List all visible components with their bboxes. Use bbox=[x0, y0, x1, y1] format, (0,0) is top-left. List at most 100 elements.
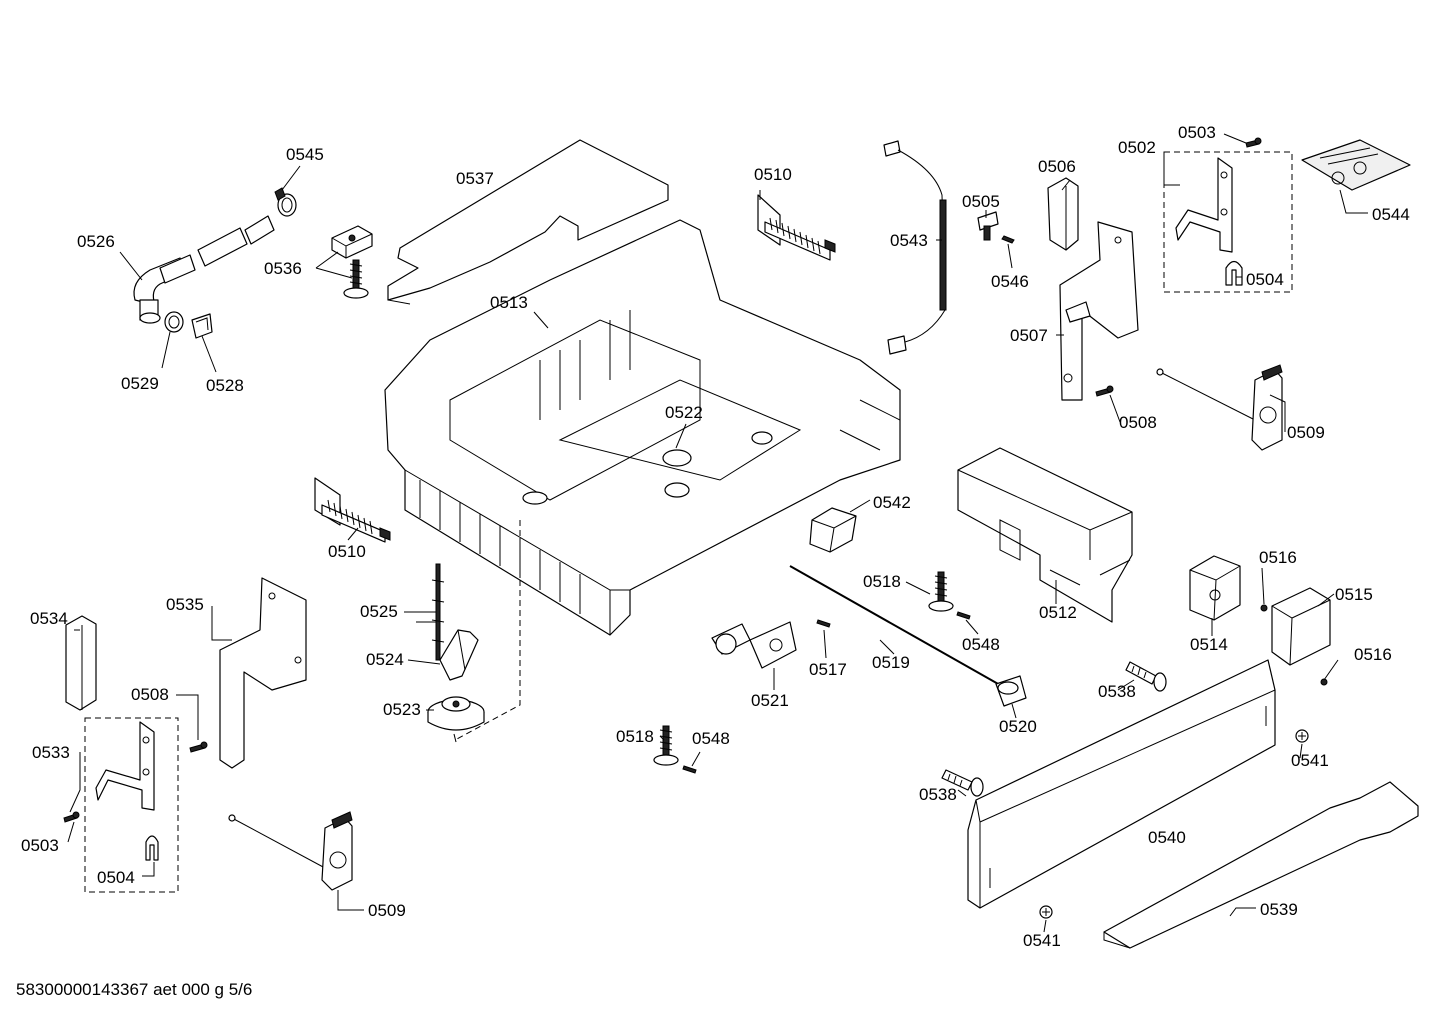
part-drawing-0540 bbox=[967, 659, 1276, 909]
part-drawing-0548-right bbox=[956, 611, 971, 620]
label-0516-a: 0516 bbox=[1259, 548, 1297, 567]
label-0520: 0520 bbox=[999, 717, 1037, 736]
label-0524: 0524 bbox=[366, 650, 404, 669]
part-drawing-0510-top bbox=[757, 194, 836, 261]
part-drawing-0507 bbox=[1059, 221, 1139, 401]
label-0506: 0506 bbox=[1038, 157, 1076, 176]
label-0533: 0533 bbox=[32, 743, 70, 762]
part-drawing-0518-lower bbox=[653, 725, 679, 766]
label-0536: 0536 bbox=[264, 259, 302, 278]
part-drawing-0508-left bbox=[189, 741, 208, 753]
label-0503-top: 0503 bbox=[1178, 123, 1216, 142]
part-drawing-0520 bbox=[995, 675, 1027, 707]
part-drawing-0544 bbox=[1301, 139, 1411, 191]
label-0507: 0507 bbox=[1010, 326, 1048, 345]
part-drawing-0509-right bbox=[1156, 364, 1283, 451]
part-drawing-0521 bbox=[711, 621, 797, 669]
part-drawing-0518-right bbox=[928, 571, 954, 612]
leader-lines bbox=[67, 133, 1368, 933]
part-drawing-0503-left bbox=[63, 811, 80, 823]
label-0528: 0528 bbox=[206, 376, 244, 395]
part-drawing-0535 bbox=[219, 577, 307, 769]
label-0518-right: 0518 bbox=[863, 572, 901, 591]
label-0539: 0539 bbox=[1260, 900, 1298, 919]
label-0546: 0546 bbox=[991, 272, 1029, 291]
label-0523: 0523 bbox=[383, 700, 421, 719]
label-0509-left: 0509 bbox=[368, 901, 406, 920]
part-drawing-0541-bottom bbox=[1039, 905, 1053, 919]
part-drawing-0517 bbox=[816, 619, 831, 628]
label-0535: 0535 bbox=[166, 595, 204, 614]
label-0519: 0519 bbox=[872, 653, 910, 672]
label-0522: 0522 bbox=[665, 403, 703, 422]
part-drawing-0512 bbox=[957, 447, 1133, 623]
label-0513: 0513 bbox=[490, 293, 528, 312]
label-0504-top: 0504 bbox=[1246, 270, 1284, 289]
label-0538-lower: 0538 bbox=[919, 785, 957, 804]
label-0521: 0521 bbox=[751, 691, 789, 710]
part-drawing-0533 bbox=[84, 717, 179, 893]
part-drawing-0528 bbox=[191, 313, 213, 339]
label-0514: 0514 bbox=[1190, 635, 1228, 654]
part-drawing-0537 bbox=[387, 139, 669, 305]
part-drawing-0541-right bbox=[1295, 729, 1309, 743]
label-0515: 0515 bbox=[1335, 585, 1373, 604]
label-0518-lower: 0518 bbox=[616, 727, 654, 746]
label-0538-upper: 0538 bbox=[1098, 682, 1136, 701]
label-0505: 0505 bbox=[962, 192, 1000, 211]
label-0548-lower: 0548 bbox=[692, 729, 730, 748]
part-drawing-0529 bbox=[164, 311, 184, 333]
label-0548-right: 0548 bbox=[962, 635, 1000, 654]
part-drawing-0534 bbox=[65, 615, 97, 711]
part-drawing-0524 bbox=[439, 629, 479, 681]
part-drawing-0548-lower bbox=[682, 765, 697, 774]
label-0508-right: 0508 bbox=[1119, 413, 1157, 432]
part-drawing-0509-left bbox=[228, 811, 353, 891]
label-0512: 0512 bbox=[1039, 603, 1077, 622]
part-drawing-0514 bbox=[1189, 555, 1241, 621]
label-0540: 0540 bbox=[1148, 828, 1186, 847]
part-drawing-0506 bbox=[1047, 177, 1079, 251]
label-0529: 0529 bbox=[121, 374, 159, 393]
label-0525: 0525 bbox=[360, 602, 398, 621]
part-drawing-0542 bbox=[809, 507, 857, 553]
part-drawing-0513 bbox=[384, 219, 901, 741]
label-0503-left: 0503 bbox=[21, 836, 59, 855]
part-drawing-0545 bbox=[274, 187, 297, 217]
label-0508-left: 0508 bbox=[131, 685, 169, 704]
part-drawing-0502 bbox=[1163, 151, 1293, 293]
part-drawing-0538-upper bbox=[1125, 661, 1167, 692]
part-drawing-0510-left bbox=[314, 477, 391, 543]
part-drawing-0526 bbox=[133, 215, 275, 324]
label-0542: 0542 bbox=[873, 493, 911, 512]
label-0517: 0517 bbox=[809, 660, 847, 679]
label-0510-top: 0510 bbox=[754, 165, 792, 184]
part-drawing-0505 bbox=[977, 211, 999, 241]
label-0516-b: 0516 bbox=[1354, 645, 1392, 664]
part-drawing-0523 bbox=[427, 696, 485, 731]
part-labels: 0545 0537 0510 0543 0505 0506 0502 0503 … bbox=[21, 123, 1410, 950]
document-id: 58300000143367 aet 000 g 5/6 bbox=[16, 980, 253, 999]
part-drawing-0503-top bbox=[1245, 137, 1262, 148]
label-0534: 0534 bbox=[30, 609, 68, 628]
part-drawing-0543 bbox=[883, 140, 947, 355]
label-0544: 0544 bbox=[1372, 205, 1410, 224]
part-drawing-0519 bbox=[789, 565, 1001, 686]
label-0509-right: 0509 bbox=[1287, 423, 1325, 442]
label-0504-left: 0504 bbox=[97, 868, 135, 887]
part-drawing-0538-lower bbox=[941, 769, 984, 797]
label-0545: 0545 bbox=[286, 145, 324, 164]
part-drawing-0508-right bbox=[1095, 385, 1114, 397]
label-0502: 0502 bbox=[1118, 138, 1156, 157]
part-drawing-0546 bbox=[1001, 235, 1015, 244]
label-0541-bottom: 0541 bbox=[1023, 931, 1061, 950]
part-drawing-0516-b bbox=[1320, 678, 1328, 686]
part-drawing-0536 bbox=[331, 225, 373, 299]
label-0510-left: 0510 bbox=[328, 542, 366, 561]
label-0526: 0526 bbox=[77, 232, 115, 251]
part-drawing-0515 bbox=[1271, 587, 1331, 666]
label-0543: 0543 bbox=[890, 231, 928, 250]
label-0541-right: 0541 bbox=[1291, 751, 1329, 770]
part-drawing-0516-a bbox=[1260, 604, 1268, 612]
